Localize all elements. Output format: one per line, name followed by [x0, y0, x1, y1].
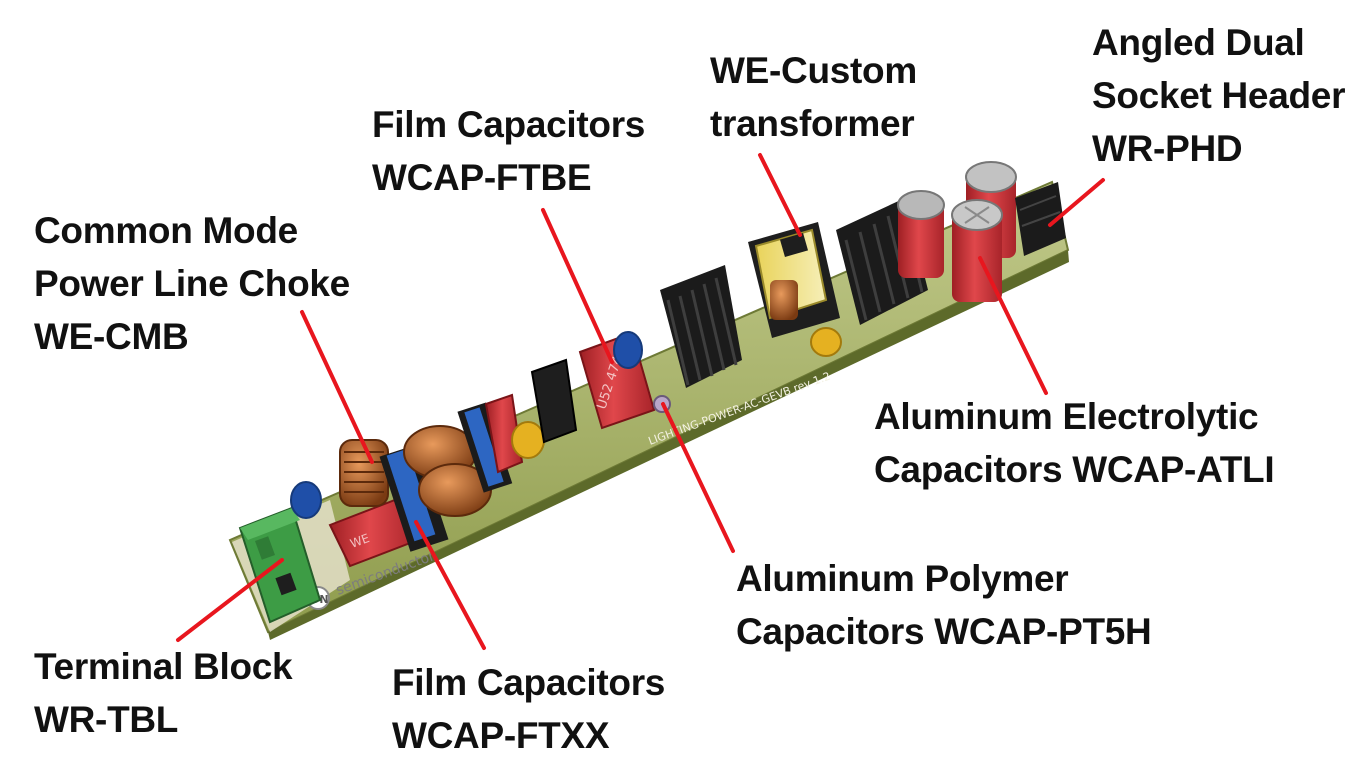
leader-polymer	[661, 402, 735, 553]
label-line: Power Line Choke	[34, 263, 350, 304]
leader-film-ftxx	[414, 520, 486, 650]
custom-transformer	[748, 222, 840, 338]
common-mode-choke	[339, 439, 389, 507]
leader-electrolytic	[978, 256, 1048, 395]
yellow-capacitor	[511, 421, 545, 459]
label-line: Aluminum Polymer	[736, 558, 1069, 599]
blue-y-capacitor	[290, 481, 322, 519]
callout-terminal-block: Terminal Block WR-TBL	[34, 640, 293, 746]
leader-cm-choke	[300, 310, 374, 464]
leader-lines	[176, 153, 1105, 650]
yellow-capacitor-2	[810, 327, 842, 357]
callout-electrolytic: Aluminum Electrolytic Capacitors WCAP-AT…	[874, 390, 1275, 496]
heatsink-left	[660, 265, 742, 388]
blue-capacitor	[613, 331, 643, 369]
label-line: Terminal Block	[34, 646, 293, 687]
callout-custom-transformer: WE-Custom transformer	[710, 44, 917, 150]
label-line: WCAP-FTXX	[392, 715, 610, 756]
label-line: WR-TBL	[34, 699, 179, 740]
socket-header	[1015, 182, 1066, 256]
dual-choke-assembly	[379, 402, 513, 552]
label-line: Aluminum Electrolytic	[874, 396, 1259, 437]
terminal-block	[238, 506, 322, 624]
leader-terminal-block	[176, 558, 284, 642]
label-line: WR-PHD	[1092, 128, 1243, 169]
label-line: Film Capacitors	[392, 662, 666, 703]
leader-transformer	[758, 153, 802, 237]
label-line: Common Mode	[34, 210, 298, 251]
label-line: WE-Custom	[710, 50, 917, 91]
bridge-rectifier	[530, 358, 578, 444]
callout-film-ftbe: Film Capacitors WCAP-FTBE	[372, 98, 645, 204]
label-line: Film Capacitors	[372, 104, 646, 145]
film-capacitor-ftxx-upright	[484, 393, 524, 474]
callout-cm-choke: Common Mode Power Line Choke WE-CMB	[34, 204, 350, 363]
label-line: Capacitors WCAP-ATLI	[874, 449, 1275, 490]
leader-film-ftbe	[541, 208, 614, 364]
label-line: Capacitors WCAP-PT5H	[736, 611, 1152, 652]
label-line: WE-CMB	[34, 316, 189, 357]
label-line: Socket Header	[1092, 75, 1346, 116]
callout-film-ftxx: Film Capacitors WCAP-FTXX	[392, 656, 665, 762]
leader-socket-header	[1048, 178, 1105, 227]
label-line: transformer	[710, 103, 915, 144]
callout-socket-header: Angled Dual Socket Header WR-PHD	[1092, 16, 1345, 175]
svg-text:WE: WE	[348, 531, 371, 551]
label-line: WCAP-FTBE	[372, 157, 592, 198]
label-line: Angled Dual	[1092, 22, 1305, 63]
callout-polymer: Aluminum Polymer Capacitors WCAP-PT5H	[736, 552, 1152, 658]
